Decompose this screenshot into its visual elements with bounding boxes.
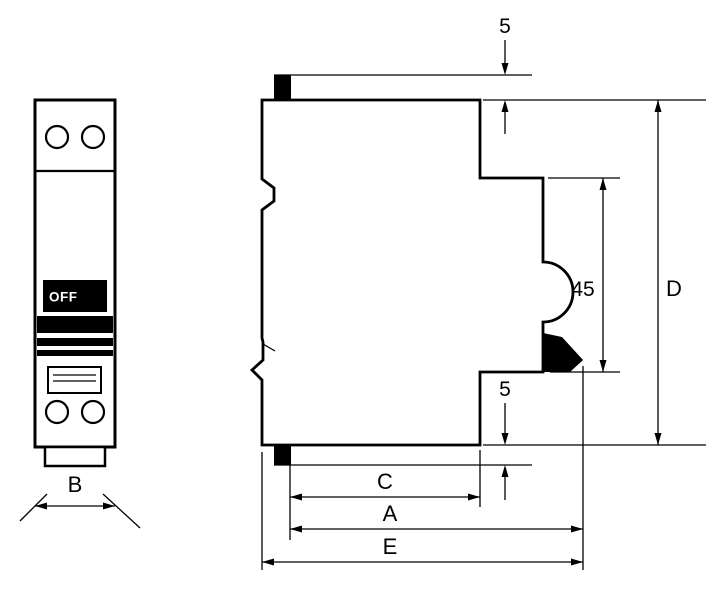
toggle-switch	[43, 280, 107, 312]
terminal-screw-bottom-right	[80, 399, 106, 425]
breaker-front-body	[33, 98, 117, 449]
dim-45: 45	[548, 177, 620, 373]
dim-45-arrow-top	[599, 178, 607, 190]
dim-e-arrow-left	[262, 558, 274, 566]
dim-a-arrow-left	[290, 525, 302, 533]
dim-d-label: D	[666, 276, 682, 301]
dim-bottom-5: 5	[274, 378, 532, 500]
dim-d-arrow-top	[654, 100, 662, 112]
toggle-off-label: OFF	[49, 290, 78, 305]
din-rail-tab-bottom	[274, 445, 291, 465]
din-rail-tab-top	[274, 75, 291, 100]
dim-d-arrow-bottom	[654, 433, 662, 445]
terminal-screw-bottom-left	[44, 399, 70, 425]
dim-top-5-arrow-down	[501, 63, 509, 75]
dim-e-label: E	[383, 534, 398, 559]
din-clip-spring-detail	[262, 343, 276, 352]
dim-top-5-label: 5	[499, 15, 511, 38]
dim-b-label: B	[68, 472, 83, 497]
dim-b: B	[19, 472, 141, 529]
dim-c-arrow-right	[468, 493, 480, 501]
front-stripe-2	[37, 350, 113, 356]
front-view: OFF B	[19, 98, 141, 529]
dim-b-tick-right	[102, 493, 141, 529]
dim-top-5: 5	[274, 15, 532, 134]
rating-label-window	[47, 366, 102, 394]
din-clip-foot	[43, 445, 107, 468]
dim-a: A	[290, 366, 584, 570]
dim-45-arrow-bottom	[599, 360, 607, 372]
dim-bottom-5-arrow-down	[501, 433, 509, 445]
dim-e-arrow-right	[571, 558, 583, 566]
dim-45-label: 45	[571, 278, 594, 301]
dim-a-arrow-right	[571, 525, 583, 533]
terminal-screw-top-right	[80, 124, 106, 150]
dim-top-5-arrow-up	[501, 100, 509, 112]
breaker-side-outline	[249, 98, 575, 447]
dim-bottom-5-label: 5	[499, 378, 511, 401]
dim-d: D	[483, 99, 706, 446]
toggle-base-band	[37, 316, 113, 333]
dim-a-label: A	[383, 501, 398, 526]
side-view: 5 D 45 5	[249, 15, 706, 570]
dim-c-arrow-left	[290, 493, 302, 501]
front-stripe-1	[37, 338, 113, 346]
terminal-screw-top-left	[44, 124, 70, 150]
dim-bottom-5-arrow-up	[501, 465, 509, 477]
dim-c-label: C	[377, 469, 393, 494]
dim-b-tick-left	[19, 493, 48, 522]
dim-c: C	[289, 450, 481, 540]
dim-b-arrow-right	[103, 502, 115, 510]
toggle-lever-side	[543, 333, 583, 372]
dim-b-arrow-left	[35, 502, 47, 510]
dim-e: E	[261, 452, 583, 570]
